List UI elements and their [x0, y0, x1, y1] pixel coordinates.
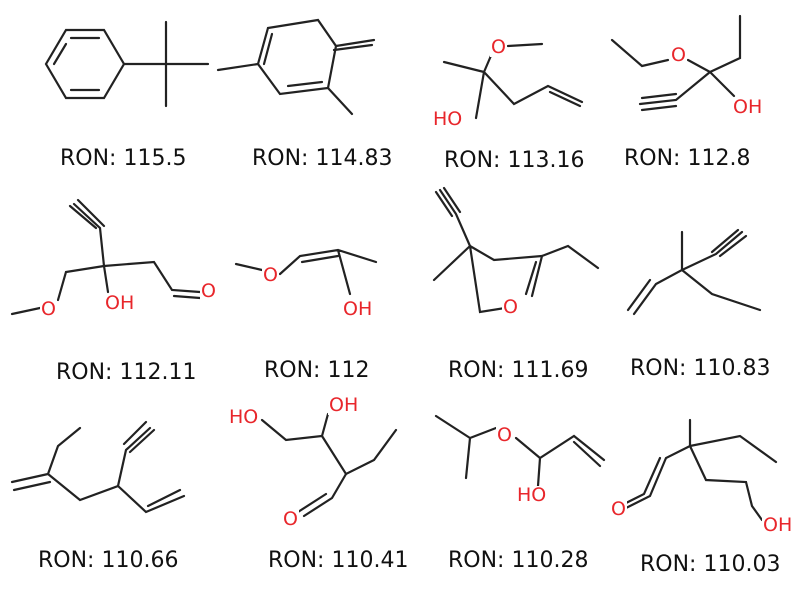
molecule-11-ron-label: RON: 110.03	[640, 552, 781, 577]
molecule-3-structure: O OH	[0, 0, 812, 144]
molecule-7-ron-label: RON: 110.83	[630, 356, 771, 381]
molecule-2-structure: O HO	[0, 0, 600, 144]
molecule-4-bonds	[10, 198, 202, 316]
molecule-4-atom-oxygen-carbonyl: O	[200, 280, 217, 302]
molecule-7-bonds	[626, 228, 762, 316]
molecule-9-structure: HO OH O	[0, 0, 420, 544]
molecule-10-structure: O HO	[434, 414, 606, 506]
molecule-11-bonds	[618, 418, 778, 522]
molecule-11-atom-oxygen-carbonyl: O	[610, 498, 627, 520]
molecule-9-atom-hydroxyl-left: HO	[228, 406, 260, 428]
molecule-6-ron-label: RON: 111.69	[448, 358, 589, 383]
molecule-1-ron-label: RON: 114.83	[252, 146, 393, 171]
molecule-3-atom-oxygen: O	[670, 44, 687, 66]
molecule-8-structure	[0, 0, 240, 544]
molecule-9-atom-oxygen-carbonyl: O	[282, 508, 299, 530]
molecule-7-structure	[626, 228, 762, 316]
molecule-11-structure: O OH	[610, 418, 794, 536]
molecule-10-bonds	[434, 414, 606, 488]
molecule-1-bonds	[216, 18, 376, 116]
molecule-10-atom-oxygen: O	[496, 424, 513, 446]
molecule-0-structure	[0, 0, 220, 134]
molecule-11-atom-hydroxyl: OH	[762, 514, 794, 536]
molecule-5-structure: O OH	[0, 0, 420, 334]
molecule-9-ron-label: RON: 110.41	[268, 548, 409, 573]
molecule-0-ron-label: RON: 115.5	[60, 146, 187, 171]
molecule-9-atom-hydroxyl-right: OH	[328, 394, 360, 416]
molecule-6-atom-oxygen: O	[502, 296, 519, 318]
molecule-2-bonds	[442, 42, 584, 120]
molecule-3-atom-hydroxyl: OH	[732, 96, 764, 118]
molecule-2-atom-hydroxyl: HO	[432, 108, 464, 130]
molecule-3-ron-label: RON: 112.8	[624, 146, 751, 171]
molecule-1-structure	[0, 0, 420, 134]
molecule-5-bonds	[234, 248, 378, 296]
molecule-5-atom-hydroxyl: OH	[342, 298, 374, 320]
molecule-6-bonds	[432, 186, 600, 314]
molecule-4-structure: O OH O	[0, 0, 240, 334]
molecule-4-ron-label: RON: 112.11	[56, 360, 197, 385]
molecule-2-ron-label: RON: 113.16	[444, 148, 585, 173]
molecule-4-atom-hydroxyl: OH	[104, 292, 136, 314]
molecule-10-atom-hydroxyl: HO	[516, 484, 548, 506]
molecule-0-bonds	[44, 20, 210, 108]
molecule-6-structure: O	[0, 0, 620, 334]
molecule-5-atom-oxygen: O	[262, 264, 279, 286]
molecule-5-ron-label: RON: 112	[264, 358, 370, 383]
molecule-10-ron-label: RON: 110.28	[448, 548, 589, 573]
molecule-9-bonds	[260, 412, 398, 518]
molecule-2-atom-oxygen: O	[490, 36, 507, 58]
molecule-8-ron-label: RON: 110.66	[38, 548, 179, 573]
molecule-8-bonds	[10, 420, 186, 514]
molecule-3-bonds	[610, 14, 742, 112]
molecule-4-atom-oxygen-ether: O	[40, 298, 57, 320]
